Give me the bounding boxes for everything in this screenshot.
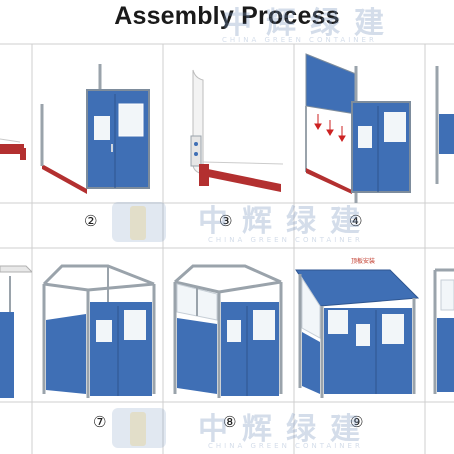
step-2-illustration	[40, 64, 150, 194]
step-number-2: ②	[84, 212, 98, 230]
watermark-text: 中辉绿建	[222, 6, 398, 41]
step-7-illustration	[42, 264, 156, 398]
watermark-logo-icon	[112, 408, 166, 448]
watermark-logo-icon	[112, 202, 166, 242]
step-6-illustration	[0, 265, 32, 398]
step-number-8: ⑧	[223, 413, 237, 431]
step-number-3: ③	[219, 212, 233, 230]
step-number-9: ⑨	[350, 413, 364, 431]
step-1-illustration	[0, 138, 26, 160]
watermark-subtext: CHINA GREEN CONTAINER	[222, 36, 377, 44]
watermark-text: 中辉绿建	[198, 204, 374, 239]
step-number-4: ④	[349, 212, 363, 230]
step-9-illustration	[295, 269, 420, 398]
step-4-illustration	[305, 53, 411, 203]
step-10-illustration	[433, 268, 454, 394]
step-3-illustration	[190, 69, 284, 192]
watermark-subtext: CHINA GREEN CONTAINER	[208, 442, 363, 450]
page-title: Assembly Process	[114, 2, 340, 30]
watermark-subtext: CHINA GREEN CONTAINER	[208, 236, 363, 244]
step-8-illustration	[173, 264, 283, 398]
roof-tag: 顶板安装	[351, 258, 376, 265]
step-number-7: ⑦	[93, 413, 107, 431]
watermark-text: 中辉绿建	[198, 412, 374, 447]
step-5-illustration	[435, 66, 454, 184]
